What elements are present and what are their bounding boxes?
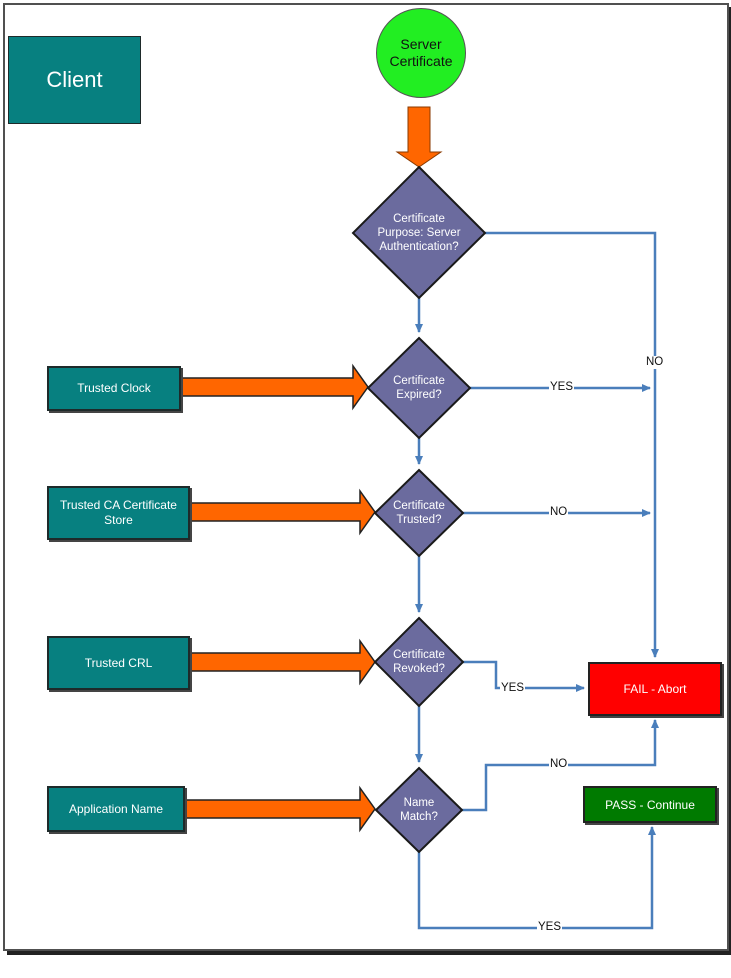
decision-trusted-label: Certificate Trusted? [393,500,445,526]
trusted-crl-label: Trusted CRL [84,655,153,670]
edge-name-no [462,719,659,812]
input-application-name: Application Name [47,786,185,832]
trusted-ca-store-label: Trusted CA Certificate Store [60,498,177,527]
edge-label-revoked-yes: YES [500,682,526,695]
edge-label-trusted-no: NO [549,506,569,519]
fail-abort-label: FAIL - Abort [623,682,687,696]
input-trusted-clock: Trusted Clock [47,366,181,411]
start-label: Server Certificate [389,36,453,69]
clock-arrow [180,363,369,411]
client-box: Client [8,36,141,124]
decision-purpose-label: Certificate Purpose: Server Authenticati… [377,213,461,253]
decision-purpose [351,165,487,300]
client-label: Client [46,67,103,92]
decision-expired-label: Certificate Expired? [393,375,445,401]
edge-label-name-no: NO [549,758,569,771]
start-node: Server Certificate [376,8,466,98]
decision-expired [366,336,472,440]
ca-store-arrow [189,488,376,536]
edge-name-yes [417,826,656,930]
pass-continue-box: PASS - Continue [583,786,717,823]
decision-trusted [373,468,465,558]
start-arrow [395,106,443,168]
edge-label-expired-yes: YES [549,381,575,394]
decision-name-match [374,766,464,854]
edge-purpose-no [485,231,659,658]
decision-revoked-label: Certificate Revoked? [393,649,445,675]
pass-continue-label: PASS - Continue [605,797,695,812]
edge-label-name-yes: YES [537,921,563,934]
edge-label-purpose-no: NO [645,356,665,369]
input-trusted-crl: Trusted CRL [47,636,190,690]
decision-name-match-label: Name Match? [400,797,438,823]
app-name-arrow [184,785,376,833]
edge-revoked-yes [463,660,585,692]
decision-revoked [373,616,465,708]
application-name-label: Application Name [68,801,164,816]
fail-abort-box: FAIL - Abort [588,662,722,716]
input-trusted-ca-store: Trusted CA Certificate Store [47,486,190,540]
crl-arrow [189,638,376,686]
trusted-clock-label: Trusted Clock [77,381,151,395]
